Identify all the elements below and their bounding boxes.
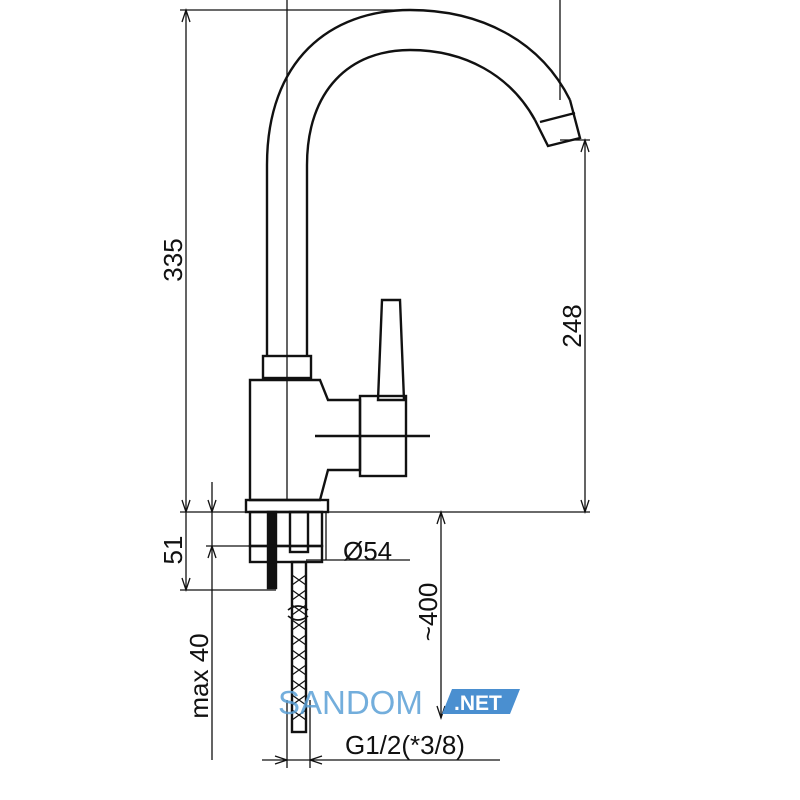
mount-plate xyxy=(248,544,324,564)
watermark-suffix: .NET xyxy=(454,692,502,715)
flex-hose xyxy=(290,560,308,734)
hose-break-mark xyxy=(287,605,309,621)
dim-hose-length-label: ~400 xyxy=(413,583,443,642)
dim-base-diameter-label: Ø54 xyxy=(343,536,392,566)
watermark-logo: SANDOM .NET xyxy=(278,684,520,721)
dim-total-height-label: 335 xyxy=(158,238,188,281)
watermark-badge xyxy=(442,689,520,714)
dim-335-arrow-top xyxy=(181,7,191,23)
dim-max40-arrow-top xyxy=(207,499,217,515)
dim-thread-arrow-right xyxy=(307,755,323,765)
dim-248-arrow-bottom xyxy=(580,499,590,515)
hose-braid xyxy=(291,574,307,721)
faucet-base xyxy=(244,498,330,514)
dim-max40-arrow-bottom xyxy=(207,543,217,559)
dim-51-arrow xyxy=(181,577,191,593)
dim-400-arrow-top xyxy=(436,509,446,525)
dim-thread-label: G1/2(*3/8) xyxy=(345,730,465,760)
spout-inner xyxy=(305,48,537,356)
spout-tip xyxy=(533,99,582,148)
spout-tip-band xyxy=(539,111,576,124)
dim-spout-height-label: 248 xyxy=(557,304,587,347)
dim-thread-arrow-left xyxy=(274,755,290,765)
mount-shank xyxy=(248,510,324,548)
lever-handle xyxy=(376,298,406,402)
dim-248-arrow-top xyxy=(580,137,590,153)
dim-max-thickness-label: max 40 xyxy=(184,633,214,718)
dim-base-thickness-label: 51 xyxy=(158,536,188,565)
faucet-body xyxy=(248,378,362,502)
dimension-lines xyxy=(180,0,590,768)
spout-outer xyxy=(265,8,572,356)
watermark-brand: SANDOM xyxy=(278,684,423,721)
mount-stud xyxy=(266,510,278,590)
